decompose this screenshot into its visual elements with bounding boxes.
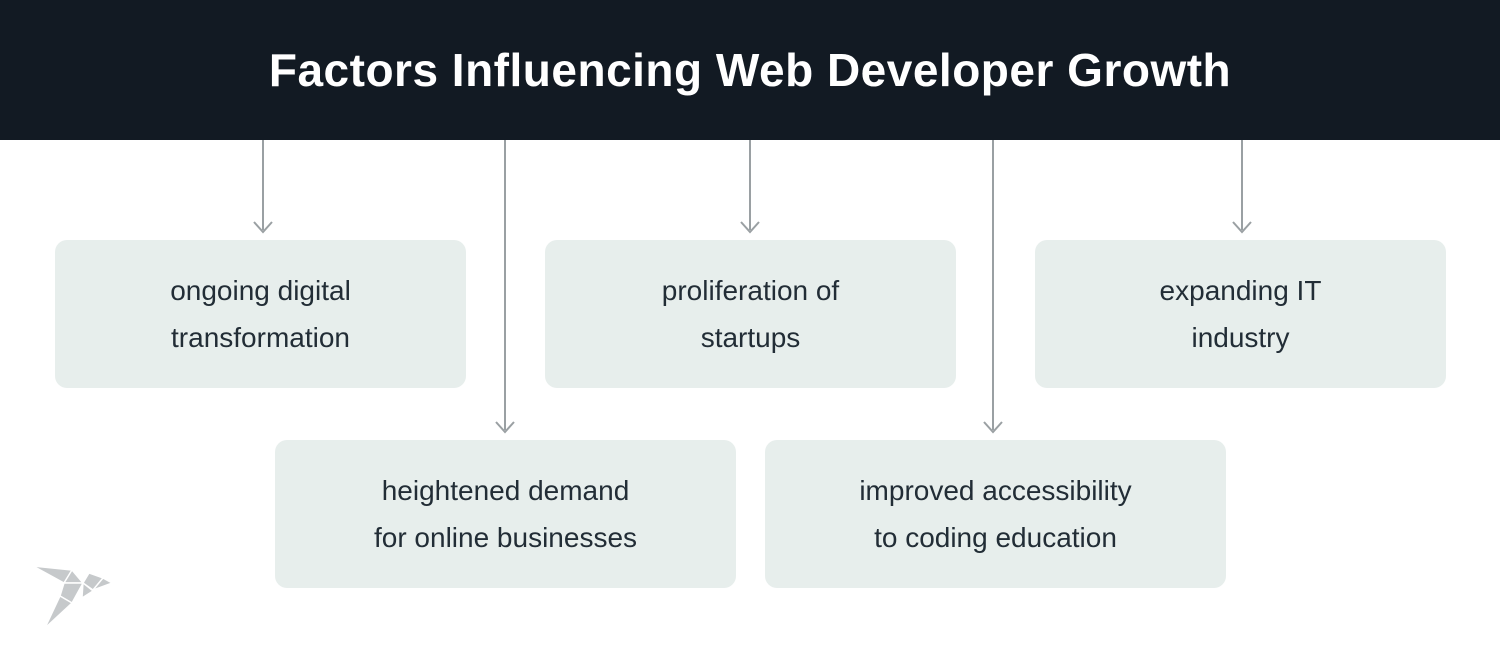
card-text-line: for online businesses <box>373 522 638 553</box>
down-arrow-icon-to-coding-education <box>983 140 1003 434</box>
card-text-line: ongoing digital <box>170 275 351 306</box>
card-text-line: industry <box>1191 322 1290 353</box>
card-text-line: heightened demand <box>381 475 630 506</box>
factor-card-ongoing-digital-transformation: ongoing digital transformation <box>55 240 466 388</box>
factor-card-expanding-it-industry: expanding IT industry <box>1035 240 1446 388</box>
page-title: Factors Influencing Web Developer Growth <box>268 44 1232 96</box>
header-banner: Factors Influencing Web Developer Growth <box>0 0 1500 140</box>
factor-card-heightened-demand-online: heightened demand for online businesses <box>275 440 736 588</box>
factor-card-improved-coding-education: improved accessibility to coding educati… <box>765 440 1226 588</box>
down-arrow-icon-to-proliferation <box>740 140 760 234</box>
card-text-line: expanding IT <box>1159 275 1322 306</box>
card-text-line: transformation <box>171 322 350 353</box>
down-arrow-icon-to-heightened-demand <box>495 140 515 434</box>
card-text-line: to coding education <box>874 522 1117 553</box>
origami-bird-logo-icon <box>32 565 113 629</box>
card-text-line: startups <box>700 322 801 353</box>
card-text-line: proliferation of <box>661 275 840 306</box>
factor-card-proliferation-of-startups: proliferation of startups <box>545 240 956 388</box>
card-text-line: improved accessibility <box>859 475 1132 506</box>
down-arrow-icon-to-expanding-it <box>1232 140 1252 234</box>
down-arrow-icon-to-ongoing-digital <box>253 140 273 234</box>
